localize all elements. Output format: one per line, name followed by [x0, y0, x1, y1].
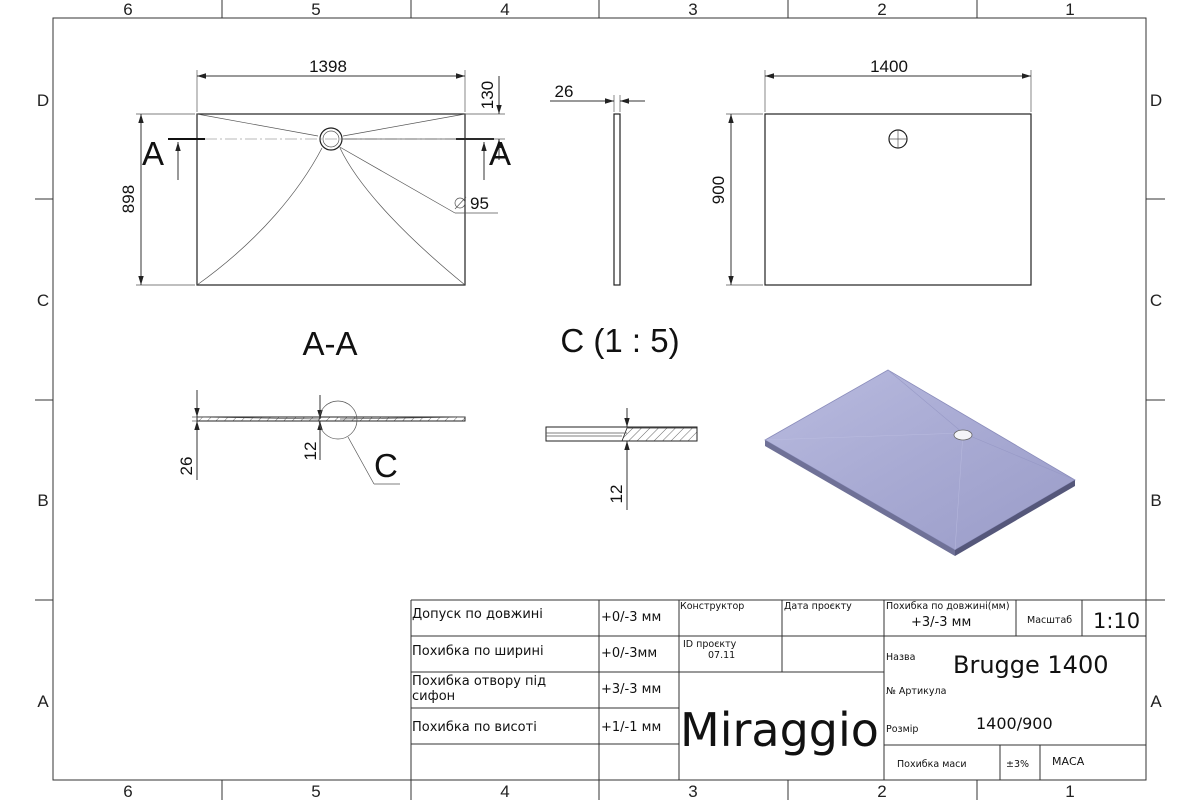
brand-logo: Miraggio	[680, 703, 879, 757]
dimension-top-width: 1398	[309, 57, 347, 76]
sheet-frame	[35, 0, 1165, 800]
dimension-drain-offset: 130	[478, 81, 497, 109]
section-view	[192, 390, 466, 485]
size-value: 1400/900	[976, 714, 1053, 733]
length-error-label: Похибка по довжині(мм)	[886, 601, 1010, 612]
name-label: Назва	[886, 652, 915, 663]
row-label-right: A	[1150, 692, 1162, 711]
title-block-grid	[410, 599, 1147, 780]
tolerance-label: Допуск по довжині	[412, 607, 543, 622]
length-error-value: +3/-3 мм	[911, 615, 971, 630]
column-label-bottom: 5	[311, 782, 320, 800]
column-label-top: 3	[688, 0, 697, 19]
project-id-label: ID проєкту	[683, 639, 737, 650]
detail-view	[545, 408, 698, 510]
section-mark-left: A	[142, 135, 164, 172]
column-label-top: 5	[311, 0, 320, 19]
column-label-bottom: 2	[877, 782, 886, 800]
dimension-top-height: 898	[119, 185, 138, 213]
column-label-bottom: 6	[123, 782, 132, 800]
dimension-detail-step: 12	[607, 485, 626, 504]
row-label-right: B	[1150, 491, 1161, 510]
side-view	[550, 95, 645, 286]
column-label-bottom: 3	[688, 782, 697, 800]
tolerance-value: +1/-1 мм	[601, 720, 661, 735]
row-label-right: C	[1150, 291, 1162, 310]
dimension-section-height: 26	[177, 457, 196, 476]
tolerance-label: Похибка по висоті	[412, 720, 537, 735]
project-id-value: 07.11	[708, 650, 735, 661]
dimension-drain-diameter: 95	[470, 194, 489, 213]
scale-value: 1:10	[1093, 609, 1140, 633]
column-label-bottom: 1	[1065, 782, 1074, 800]
size-label: Розмір	[886, 724, 918, 735]
row-label-left: D	[37, 91, 49, 110]
row-label-left: C	[37, 291, 49, 310]
dimension-plan-height: 900	[709, 176, 728, 204]
column-label-top: 6	[123, 0, 132, 19]
column-label-top: 1	[1065, 0, 1074, 19]
dimension-section-step: 12	[301, 442, 320, 461]
mass-error-value: ±3%	[1006, 759, 1029, 770]
column-label-bottom: 4	[500, 782, 509, 800]
isometric-view	[764, 369, 1076, 556]
mass-label: МАСА	[1052, 755, 1085, 768]
column-label-top: 2	[877, 0, 886, 19]
article-label: № Артикула	[886, 686, 946, 697]
tolerance-value: +0/-3 мм	[601, 610, 661, 625]
detail-mark: C	[374, 447, 398, 484]
row-label-right: D	[1150, 91, 1162, 110]
section-title: A-A	[302, 325, 357, 362]
row-label-left: B	[37, 491, 48, 510]
top-view	[136, 70, 505, 286]
dimension-thickness: 26	[555, 82, 574, 101]
dimension-plan-width: 1400	[870, 57, 908, 76]
mass-error-label: Похибка маси	[897, 759, 967, 770]
project-date-label: Дата проєкту	[784, 601, 852, 612]
scale-label: Масштаб	[1027, 615, 1072, 626]
constructor-label: Конструктор	[680, 601, 744, 612]
row-label-left: A	[37, 692, 49, 711]
tolerance-value: +0/-3мм	[601, 646, 657, 661]
name-value: Brugge 1400	[953, 651, 1108, 679]
tolerance-label: Похибка по ширині	[412, 644, 544, 659]
detail-title: C (1 : 5)	[560, 322, 679, 359]
tolerance-value: +3/-3 мм	[601, 682, 661, 697]
section-mark-right: A	[489, 135, 511, 172]
plan-view	[726, 70, 1032, 286]
column-label-top: 4	[500, 0, 509, 19]
tolerance-label: Похибка отвору під сифон	[412, 674, 547, 704]
